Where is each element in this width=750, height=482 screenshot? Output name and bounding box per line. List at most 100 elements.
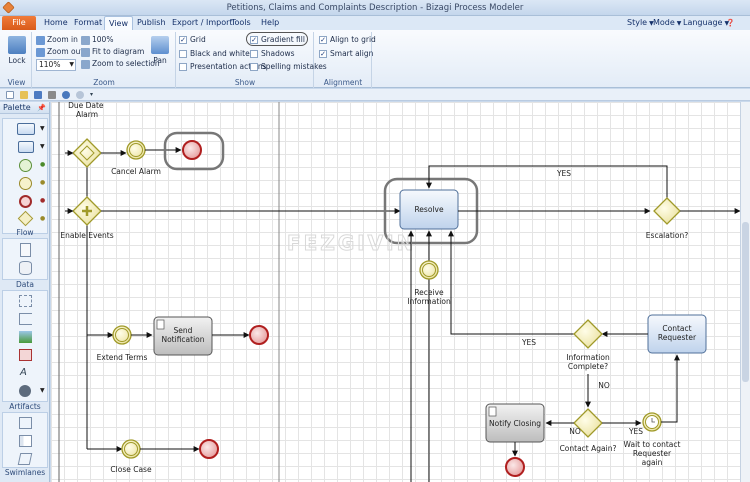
zoom-selection-icon — [81, 59, 90, 69]
open-folder-icon[interactable] — [20, 91, 28, 99]
gradient-fill-checkbox[interactable]: ✓Gradient fill — [250, 34, 305, 45]
end-event[interactable] — [505, 457, 525, 477]
chevron-down-icon[interactable]: ▼ — [40, 387, 45, 394]
fit-diagram-button[interactable]: Fit to diagram — [81, 46, 144, 57]
end-event[interactable] — [249, 325, 269, 345]
menu-format[interactable]: Format — [74, 18, 103, 27]
chevron-down-icon[interactable]: ▼ — [40, 125, 45, 132]
pan-button[interactable]: Pan — [148, 36, 172, 65]
spelling-mistakes-checkbox[interactable]: Spelling mistakes — [250, 61, 327, 72]
customize-toolbar-icon[interactable]: ▾ — [90, 91, 94, 98]
pin-icon[interactable]: 📌 — [37, 104, 46, 112]
menu-view[interactable]: View — [104, 16, 133, 30]
custom-artifact-icon[interactable] — [19, 385, 31, 397]
sequence-flow — [661, 354, 680, 423]
clock-hands-icon — [651, 418, 655, 423]
palette-header: Palette 📌 — [0, 102, 49, 114]
style-label: Style — [627, 18, 648, 27]
extend-terms-label: Extend Terms — [97, 353, 148, 362]
escalation-gateway[interactable] — [653, 197, 681, 225]
information-complete-gateway[interactable] — [573, 319, 603, 349]
group-artifact-icon[interactable] — [19, 295, 32, 307]
menu-export-import[interactable]: Export / Import — [172, 18, 233, 27]
contact-again-label: Contact Again? — [560, 444, 617, 453]
menu-publish[interactable]: Publish — [137, 18, 166, 27]
black-white-label: Black and white — [190, 49, 250, 58]
zoom-out-button[interactable]: Zoom out — [36, 46, 83, 57]
lock-label: Lock — [8, 56, 26, 65]
lane-icon[interactable] — [19, 435, 32, 447]
align-grid-label: Align to grid — [330, 35, 376, 44]
ribbon-group-show: ✓Grid Black and white Presentation actio… — [177, 32, 327, 88]
chevron-down-icon: ▼ — [69, 61, 74, 68]
pool-icon[interactable] — [19, 417, 32, 429]
help-icon[interactable]: ❓ — [726, 19, 735, 27]
yes-label: YES — [556, 169, 571, 178]
data-store-icon[interactable] — [19, 261, 32, 275]
quick-access-toolbar: ▾ — [0, 89, 750, 101]
smart-align-checkbox[interactable]: ✓Smart align — [319, 48, 373, 59]
resolve-task[interactable] — [399, 189, 459, 230]
contact-again-gateway[interactable] — [573, 408, 603, 438]
resolve-label: Resolve — [414, 205, 444, 214]
shadows-checkbox[interactable]: Shadows — [250, 48, 295, 59]
gateway-shape-icon[interactable] — [17, 210, 34, 227]
start-event-icon[interactable] — [19, 159, 32, 172]
chevron-down-icon[interactable]: ▼ — [40, 143, 45, 150]
align-grid-checkbox[interactable]: ✓Align to grid — [319, 34, 376, 45]
checkmark-icon: ✓ — [319, 36, 327, 44]
palette-swimlanes-label: Swimlanes — [4, 468, 46, 477]
lock-icon — [8, 36, 26, 54]
checkmark-icon: ✓ — [319, 50, 327, 58]
grid-checkbox[interactable]: ✓Grid — [179, 34, 206, 45]
redo-icon[interactable] — [76, 91, 84, 99]
milestone-icon[interactable] — [17, 453, 33, 465]
yes-label: YES — [521, 338, 536, 347]
scrollbar-thumb[interactable] — [742, 222, 749, 382]
intermediate-event-icon[interactable] — [19, 177, 32, 190]
save-icon[interactable] — [34, 91, 42, 99]
end-event-icon[interactable] — [19, 195, 32, 208]
mode-menu[interactable]: Mode▼ — [653, 16, 681, 30]
menu-home[interactable]: Home — [44, 18, 68, 27]
lock-button[interactable]: Lock — [5, 36, 29, 65]
presentation-actions-checkbox[interactable]: Presentation actions — [179, 61, 266, 72]
zoom-in-button[interactable]: Zoom in — [36, 34, 78, 45]
zoom-100-label: 100% — [92, 35, 114, 44]
menu-tools[interactable]: Tools — [231, 18, 251, 27]
zoom-selection-button[interactable]: Zoom to selection — [81, 58, 160, 69]
vertical-scrollbar[interactable] — [740, 102, 750, 482]
data-object-icon[interactable] — [20, 243, 31, 257]
language-menu[interactable]: Language▼ — [683, 16, 729, 30]
task-shape-icon[interactable] — [17, 123, 35, 135]
ribbon-group-zoom: Zoom in Zoom out 110%▼ 100% Fit to diagr… — [33, 32, 176, 88]
zoom-100-button[interactable]: 100% — [81, 34, 113, 45]
end-event[interactable] — [182, 140, 202, 160]
undo-icon[interactable] — [62, 91, 70, 99]
new-file-icon[interactable] — [6, 91, 14, 99]
pan-label: Pan — [153, 56, 167, 65]
dot-icon: ● — [40, 215, 46, 222]
image-artifact-icon[interactable] — [19, 331, 32, 343]
menu-help[interactable]: Help — [261, 18, 280, 27]
header-artifact-icon[interactable] — [19, 349, 32, 361]
end-event[interactable] — [199, 439, 219, 459]
print-icon[interactable] — [48, 91, 56, 99]
smart-align-label: Smart align — [330, 49, 374, 58]
text-artifact-icon[interactable]: A — [20, 367, 27, 378]
no-label: NO — [598, 381, 610, 390]
pan-icon — [151, 36, 169, 54]
style-menu[interactable]: Style▼ — [627, 16, 654, 30]
send-notification-task[interactable] — [153, 316, 213, 356]
black-white-checkbox[interactable]: Black and white — [179, 48, 250, 59]
close-case-label: Close Case — [110, 465, 152, 474]
zoom-level-select[interactable]: 110%▼ — [36, 59, 76, 71]
subprocess-shape-icon[interactable] — [18, 141, 34, 153]
chevron-down-icon: ▼ — [649, 20, 654, 27]
annotation-artifact-icon[interactable] — [19, 313, 32, 325]
file-menu[interactable]: File — [2, 16, 36, 30]
zoom-group-label: Zoom — [93, 78, 115, 87]
due-date-alarm-gateway[interactable] — [72, 138, 102, 168]
diagram-canvas[interactable]: Due Date Alarm Cancel Alarm Enable Event… — [51, 102, 740, 482]
